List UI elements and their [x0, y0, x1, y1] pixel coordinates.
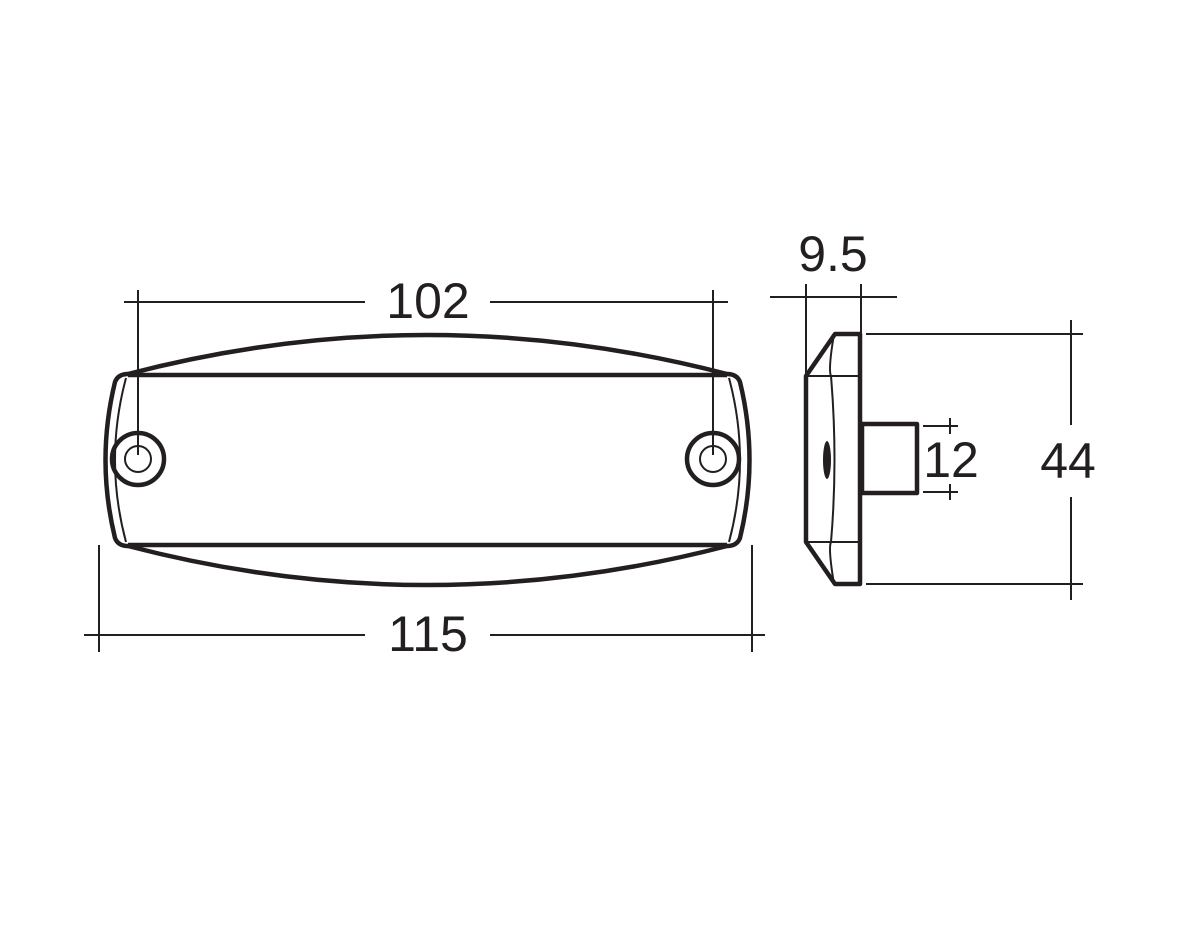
lamp-left-end-inner	[114, 377, 127, 543]
dimension-label-102: 102	[386, 273, 469, 329]
dimension-boss-height: 12	[923, 418, 979, 500]
dimension-overall-length: 115	[84, 545, 765, 662]
dimension-overall-height: 44	[866, 320, 1096, 600]
dimension-label-44: 44	[1040, 433, 1096, 489]
lamp-outline-bottom-arc	[127, 543, 728, 588]
lamp-right-end	[726, 371, 752, 549]
dimension-depth: 9.5	[770, 226, 897, 374]
lamp-left-end	[103, 371, 129, 549]
side-body-outline	[803, 331, 863, 587]
side-inner-line	[829, 333, 836, 585]
side-view: 9.5 12 44	[770, 226, 1096, 600]
dimension-label-115: 115	[388, 606, 468, 662]
side-lens-detail	[823, 441, 831, 479]
lamp-outline-top-arc	[127, 332, 728, 377]
front-view: 102 115	[84, 273, 765, 662]
dimension-label-9-5: 9.5	[798, 226, 868, 282]
dimension-label-12: 12	[923, 432, 979, 488]
connector-boss	[859, 421, 920, 496]
dimension-hole-spacing: 102	[124, 273, 728, 455]
